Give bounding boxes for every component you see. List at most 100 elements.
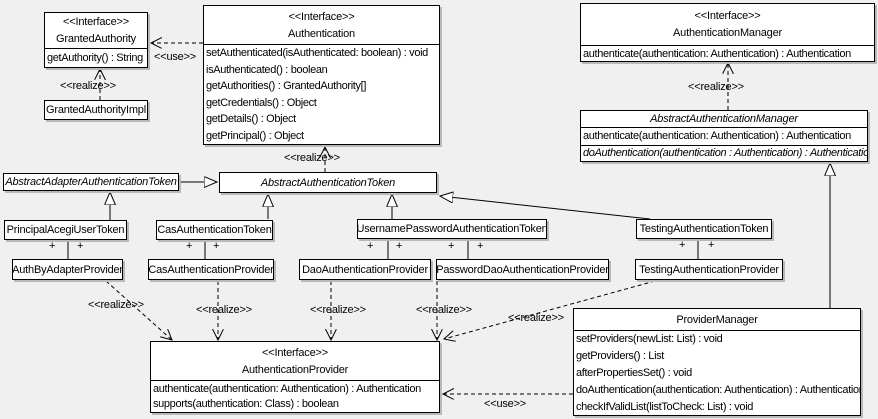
class-title: AbstractAuthenticationToken [220, 173, 436, 192]
class-box-password-dao-authentication-provider[interactable]: PasswordDaoAuthenticationProvider [436, 259, 609, 280]
class-name: AuthByAdapterProvider [13, 263, 122, 276]
generalization-edge-testing-authentication-token--abstract-authentication-token [440, 196, 651, 220]
class-title: CasAuthenticationProvider [149, 260, 273, 279]
class-name: ProviderManager [676, 313, 758, 326]
class-name: CasAuthenticationToken [157, 224, 272, 236]
method-row: setAuthenticated(isAuthenticated: boolea… [206, 47, 428, 60]
association-visibility-plus: + [186, 240, 193, 252]
stereotype-label: <<Interface>> [694, 10, 761, 22]
class-name: UsernamePasswordAuthenticationToken [358, 223, 546, 235]
class-name: CasAuthenticationProvider [149, 263, 273, 276]
method-row: afterPropertiesSet() : void [576, 366, 692, 379]
class-title: DaoAuthenticationProvider [300, 260, 430, 279]
association-visibility-plus: + [679, 239, 686, 251]
method-row: checkIfValidList(listToCheck: List) : vo… [576, 400, 754, 413]
class-box-cas-authentication-provider[interactable]: CasAuthenticationProvider [148, 259, 274, 280]
method-row: getDetails() : Object [206, 113, 296, 126]
class-box-testing-authentication-provider[interactable]: TestingAuthenticationProvider [635, 259, 783, 280]
realize-edge-auth-by-adapter-provider--authentication-provider [105, 280, 172, 340]
class-name: AbstractAuthenticationManager [650, 113, 798, 125]
class-box-granted-authority[interactable]: <<Interface>> GrantedAuthority getAuthorit… [44, 12, 148, 68]
realize-edge-testing-authentication-provider--authentication-provider [444, 280, 656, 339]
class-box-principal-acegi-user-token[interactable]: PrincipalAcegiUserToken [4, 220, 127, 240]
class-box-dao-authentication-provider[interactable]: DaoAuthenticationProvider [299, 259, 431, 280]
stereotype-label: <<Interface>> [288, 10, 355, 23]
method-row: isAuthenticated() : boolean [206, 63, 328, 76]
class-box-abstract-authentication-manager[interactable]: AbstractAuthenticationManager authenticat… [580, 110, 868, 162]
edge-label-realize: <<realize>> [60, 80, 116, 92]
class-box-authentication-provider[interactable]: <<Interface>> AuthenticationProvider authe… [150, 341, 440, 413]
method-list: setProviders(newList: List) : void getPro… [574, 331, 860, 415]
association-visibility-plus: + [77, 240, 84, 252]
edge-label-realize: <<realize>> [688, 81, 744, 93]
method-row: authenticate(authentication: Authenticat… [583, 47, 851, 60]
method-row: getCredentials() : Object [206, 96, 317, 109]
method-row: supports(authentication: Class) : boolea… [153, 398, 339, 411]
class-name: AbstractAdapterAuthenticationToken [5, 176, 177, 188]
association-visibility-plus: + [448, 240, 455, 252]
class-name: DaoAuthenticationProvider [302, 263, 428, 276]
class-name: GrantedAuthority [56, 33, 136, 45]
edge-label-realize: <<realize>> [416, 304, 472, 316]
stereotype-label: <<Interface>> [63, 16, 129, 28]
association-visibility-plus: + [213, 240, 220, 252]
class-name: AuthenticationProvider [241, 363, 349, 376]
edge-label-realize: <<realize>> [310, 304, 366, 316]
method-row: doAuthentication(authentication: Authent… [576, 383, 860, 396]
class-box-cas-authentication-token[interactable]: CasAuthenticationToken [156, 220, 273, 240]
class-title: CasAuthenticationToken [157, 221, 272, 239]
method-list: authenticate(authentication: Authenticat… [581, 128, 867, 161]
method-list: authenticate(authentication: Authenticat… [581, 46, 874, 61]
class-title: AbstractAdapterAuthenticationToken [4, 174, 178, 190]
class-title: <<Interface>> AuthenticationProvider [151, 342, 439, 381]
stereotype-label: <<Interface>> [262, 346, 328, 359]
method-row: setProviders(newList: List) : void [576, 333, 723, 346]
association-visibility-plus: + [708, 239, 715, 251]
association-visibility-plus: + [367, 240, 374, 252]
edge-label-use: <<use>> [484, 398, 527, 410]
association-visibility-plus: + [396, 240, 403, 252]
class-box-authentication-manager[interactable]: <<Interface>> AuthenticationManager authen… [580, 3, 875, 62]
class-name: AbstractAuthenticationToken [260, 176, 396, 189]
edge-label-use: <<use>> [154, 51, 197, 63]
method-list: getAuthority() : String [45, 49, 147, 67]
method-row: authenticate(authentication: Authenticat… [583, 130, 851, 143]
class-title: <<Interface>> AuthenticationManager [581, 4, 874, 46]
method-row: getAuthority() : String [47, 52, 143, 64]
class-title: AuthByAdapterProvider [13, 260, 122, 279]
class-name: TestingAuthenticationProvider [639, 263, 779, 276]
class-name: Authentication [288, 27, 355, 40]
class-name: TestingAuthenticationToken [639, 223, 769, 235]
class-title: UsernamePasswordAuthenticationToken [358, 220, 546, 238]
class-name: PrincipalAcegiUserToken [6, 224, 125, 236]
class-title: GrantedAuthorityImpl [45, 101, 147, 119]
edge-label-realize: <<realize>> [508, 312, 564, 324]
association-visibility-plus: + [49, 240, 56, 252]
class-box-abstract-authentication-token[interactable]: AbstractAuthenticationToken [219, 172, 437, 193]
method-row: getProviders() : List [576, 350, 665, 363]
method-list: setAuthenticated(isAuthenticated: boolea… [204, 45, 439, 144]
class-name: PasswordDaoAuthenticationProvider [437, 263, 608, 276]
class-box-granted-authority-impl[interactable]: GrantedAuthorityImpl [44, 100, 148, 120]
class-title: AbstractAuthenticationManager [581, 111, 867, 128]
method-row: getAuthorities() : GrantedAuthority[] [206, 80, 367, 93]
class-title: <<Interface>> Authentication [204, 6, 439, 45]
class-box-abstract-adapter-authentication-token[interactable]: AbstractAdapterAuthenticationToken [3, 173, 179, 191]
class-box-auth-by-adapter-provider[interactable]: AuthByAdapterProvider [12, 259, 123, 280]
class-title: TestingAuthenticationProvider [636, 260, 782, 279]
class-box-username-password-authentication-token[interactable]: UsernamePasswordAuthenticationToken [357, 219, 547, 239]
class-name: AuthenticationManager [673, 27, 782, 39]
edge-label-realize: <<realize>> [88, 299, 144, 311]
class-box-testing-authentication-token[interactable]: TestingAuthenticationToken [636, 219, 772, 239]
class-title: <<Interface>> GrantedAuthority [45, 13, 147, 49]
edge-label-realize: <<realize>> [284, 152, 340, 164]
class-box-provider-manager[interactable]: ProviderManager setProviders(newList: Lis… [573, 308, 861, 416]
class-title: TestingAuthenticationToken [637, 220, 771, 238]
association-visibility-plus: + [477, 240, 484, 252]
method-row: authenticate(authentication: Authenticat… [153, 382, 421, 395]
class-box-authentication[interactable]: <<Interface>> Authentication setAuthentica… [203, 5, 440, 145]
class-title: PasswordDaoAuthenticationProvider [437, 260, 608, 279]
class-name: GrantedAuthorityImpl [46, 104, 146, 116]
